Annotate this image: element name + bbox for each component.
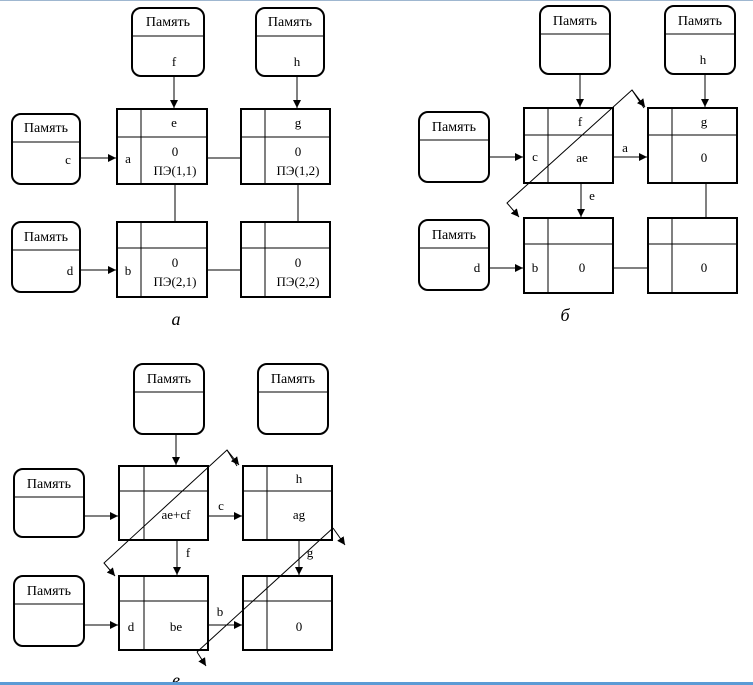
memory-label: Память <box>146 15 190 30</box>
memory-a-left-top: Память c <box>11 113 81 185</box>
memory-b-top-right: Память h <box>664 5 736 75</box>
pe-b-2-2: 0 <box>647 217 738 294</box>
memory-a-top-right: Память h <box>255 7 325 77</box>
memory-label: Память <box>553 14 597 29</box>
memory-b-top-left: Память <box>539 5 611 75</box>
memory-value: h <box>700 52 707 67</box>
memory-label: Память <box>27 477 71 492</box>
pe-value: 0 <box>579 260 586 275</box>
memory-b-left-bottom: Память d <box>418 219 490 291</box>
pe-c-2-2: 0 <box>242 575 333 651</box>
pe-c-2-1: d be <box>118 575 209 651</box>
memory-label: Память <box>147 372 191 387</box>
memory-label: Память <box>27 584 71 599</box>
pe-value: ae <box>576 150 588 165</box>
caption-c: в <box>172 670 180 685</box>
pe-value: 0 <box>296 619 303 634</box>
arrow-label: e <box>589 188 595 203</box>
pe-left-label: b <box>532 260 539 275</box>
memory-label: Память <box>24 230 68 245</box>
pe-value: 0 <box>701 260 708 275</box>
pe-left-label: d <box>128 619 135 634</box>
pe-value: 0 <box>295 144 302 159</box>
pe-a-1-2: g 0 ПЭ(1,2) <box>240 108 331 185</box>
pe-value: 0 <box>172 255 179 270</box>
wavefront-line <box>196 527 334 653</box>
pe-c-1-1: ae+cf <box>118 465 209 541</box>
caption-b: б <box>560 305 570 325</box>
arrow-label: g <box>307 545 314 560</box>
arrow-label: c <box>218 498 224 513</box>
memory-label: Память <box>268 15 312 30</box>
memory-label: Память <box>432 120 476 135</box>
panel-c: Память Память Память Память ae+cf h <box>13 363 346 685</box>
memory-value: h <box>294 54 301 69</box>
pe-b-1-2: g 0 <box>647 107 738 184</box>
pe-value: be <box>170 619 183 634</box>
pe-value: 0 <box>701 150 708 165</box>
pe-c-1-2: h ag <box>242 465 333 541</box>
memory-label: Память <box>432 228 476 243</box>
pe-name: ПЭ(1,1) <box>154 163 197 178</box>
pe-value: ag <box>293 507 306 522</box>
memory-c-top-right: Память <box>257 363 329 435</box>
pe-value: ae+cf <box>162 507 192 522</box>
memory-label: Память <box>271 372 315 387</box>
wavefront-arrow <box>631 89 646 108</box>
memory-b-left-top: Память <box>418 111 490 183</box>
pe-top-label: h <box>296 471 303 486</box>
memory-label: Память <box>24 121 68 136</box>
panel-a: Память f Память h Память c Память d <box>11 7 331 329</box>
memory-c-left-bottom: Память <box>13 575 85 647</box>
wavefront-arrow <box>226 449 240 466</box>
pe-a-1-1: e a 0 ПЭ(1,1) <box>116 108 208 185</box>
pe-top-label: f <box>578 114 583 129</box>
wavefront-arrow <box>196 651 207 667</box>
pe-a-2-2: 0 ПЭ(2,2) <box>240 221 331 298</box>
pe-b-2-1: b 0 <box>523 217 614 294</box>
arrow-label: a <box>622 140 628 155</box>
arrow-label: b <box>217 604 224 619</box>
memory-value: c <box>65 152 71 167</box>
memory-value: d <box>474 260 481 275</box>
pe-top-label: e <box>171 115 177 130</box>
pe-left-label: a <box>125 151 131 166</box>
memory-value: f <box>172 54 177 69</box>
pe-left-label: c <box>532 149 538 164</box>
panel-b: Память Память h Память Память d f c ae <box>418 5 738 325</box>
pe-top-label: g <box>295 115 302 130</box>
memory-c-top-left: Память <box>133 363 205 435</box>
memory-c-left-top: Память <box>13 468 85 538</box>
bottom-border <box>0 682 753 685</box>
memory-value: d <box>67 263 74 278</box>
caption-a: а <box>172 309 181 329</box>
pe-name: ПЭ(2,1) <box>154 274 197 289</box>
memory-a-top-left: Память f <box>131 7 205 77</box>
top-border <box>0 0 753 1</box>
wavefront-arrow <box>332 527 346 546</box>
pe-name: ПЭ(2,2) <box>277 274 320 289</box>
pe-value: 0 <box>295 255 302 270</box>
pe-name: ПЭ(1,2) <box>277 163 320 178</box>
pe-top-label: g <box>701 114 708 129</box>
pe-a-2-1: b 0 ПЭ(2,1) <box>116 221 208 298</box>
pe-value: 0 <box>172 144 179 159</box>
pe-left-label: b <box>125 263 132 278</box>
memory-label: Память <box>678 14 722 29</box>
memory-a-left-bottom: Память d <box>11 221 81 293</box>
arrow-label: f <box>186 545 191 560</box>
